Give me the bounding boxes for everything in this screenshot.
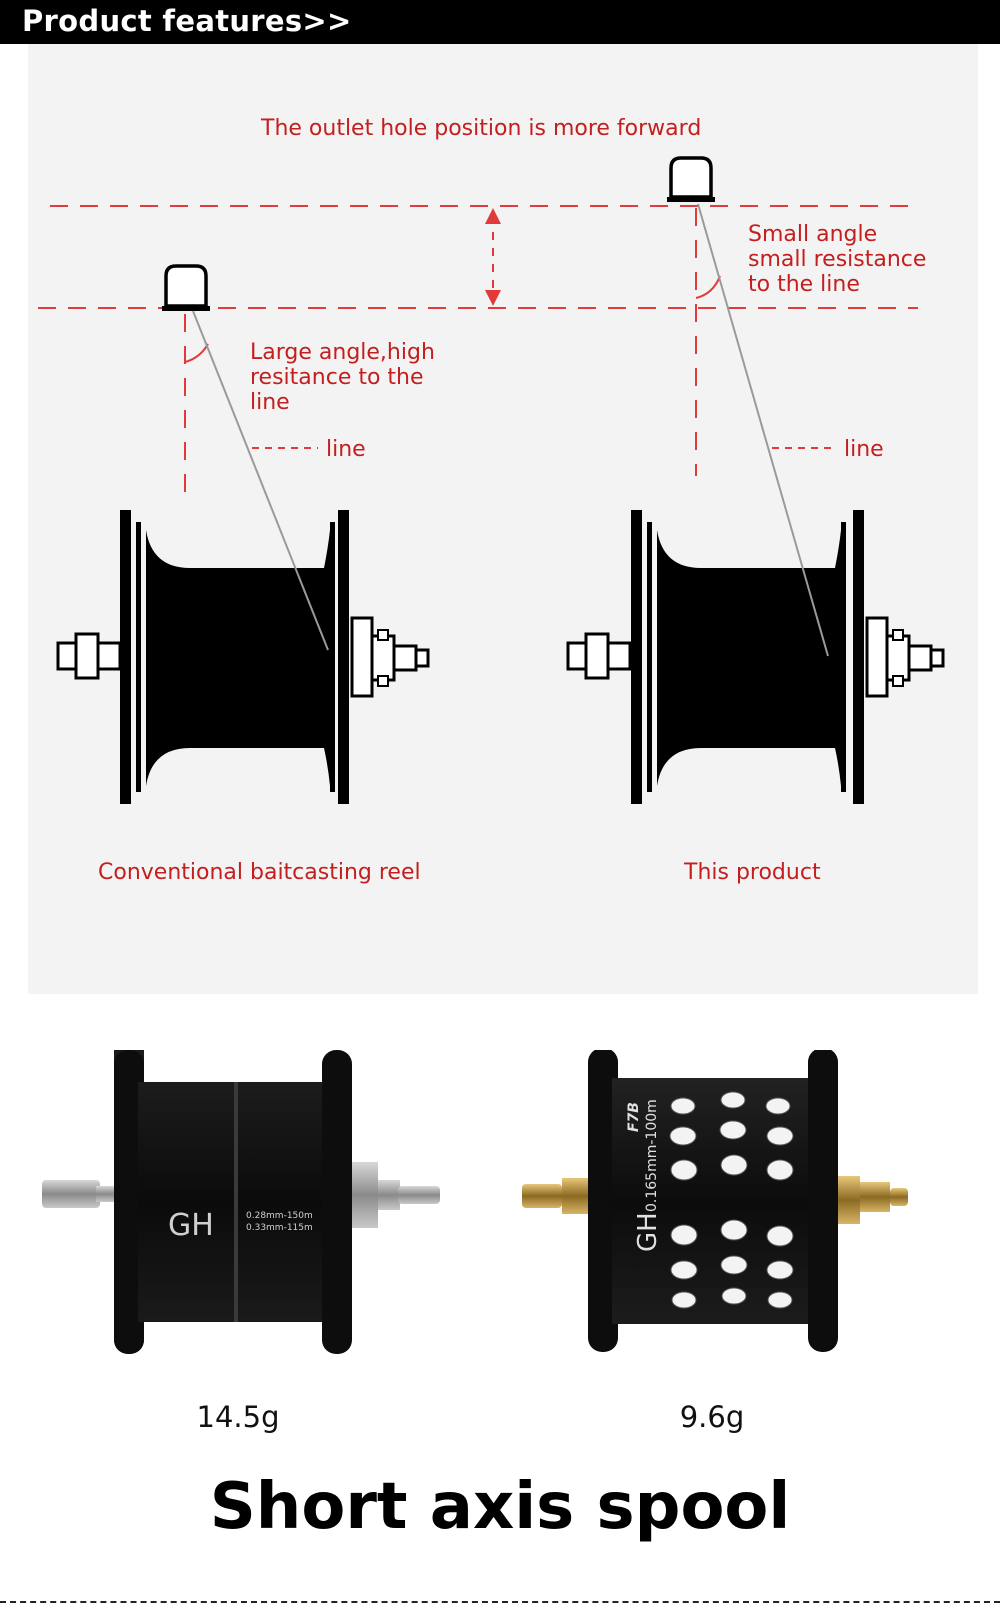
product-spool-brand: F7B — [626, 1102, 642, 1132]
conventional-spool-spec: 0.33mm-115m — [246, 1223, 313, 1233]
product-spool-model: GH — [633, 1212, 663, 1252]
footer-divider — [0, 1601, 1000, 1603]
main-title: Short axis spool — [209, 1470, 791, 1544]
left-note-line: resitance to the — [250, 365, 424, 390]
right-line-guide-icon — [669, 156, 713, 199]
product-reel-diagram — [566, 156, 945, 804]
diagram-graphics — [38, 156, 945, 804]
conventional-spool-weight: 14.5g — [196, 1400, 280, 1434]
conventional-spool-photo: GH 0.28mm-150m 0.33mm-115m — [42, 1050, 440, 1354]
top-caption: The outlet hole position is more forward — [261, 116, 702, 141]
right-caption: This product — [684, 860, 821, 885]
product-spool-photo: GH 0.165mm-100m F7B — [522, 1050, 908, 1352]
left-fishing-line — [192, 310, 329, 651]
left-note-line: line — [250, 390, 290, 415]
right-note-line: Small angle — [748, 222, 878, 247]
right-line-label: line — [844, 437, 884, 462]
product-spool-weight: 9.6g — [679, 1400, 745, 1434]
conventional-spool-model: GH — [168, 1208, 214, 1243]
conventional-reel-diagram — [56, 264, 430, 804]
right-angle-note: Small angle small resistance to the line — [748, 222, 926, 297]
left-note-line: Large angle,high — [250, 340, 435, 365]
left-angle-note: Large angle,high resitance to the line — [250, 340, 435, 415]
header-title: Product features>> — [22, 4, 352, 38]
left-caption: Conventional baitcasting reel — [98, 860, 421, 885]
right-note-line: small resistance — [748, 247, 927, 272]
product-spool-spec: 0.165mm-100m — [644, 1099, 660, 1212]
right-fishing-line — [697, 203, 829, 657]
header-bar: Product features>> — [0, 0, 1000, 44]
conventional-spool-spec: 0.28mm-150m — [246, 1211, 313, 1221]
right-note-line: to the line — [748, 272, 860, 297]
comparison-diagram: The outlet hole position is more forward… — [28, 44, 978, 994]
left-line-guide-icon — [164, 264, 208, 308]
left-line-label: line — [326, 437, 366, 462]
